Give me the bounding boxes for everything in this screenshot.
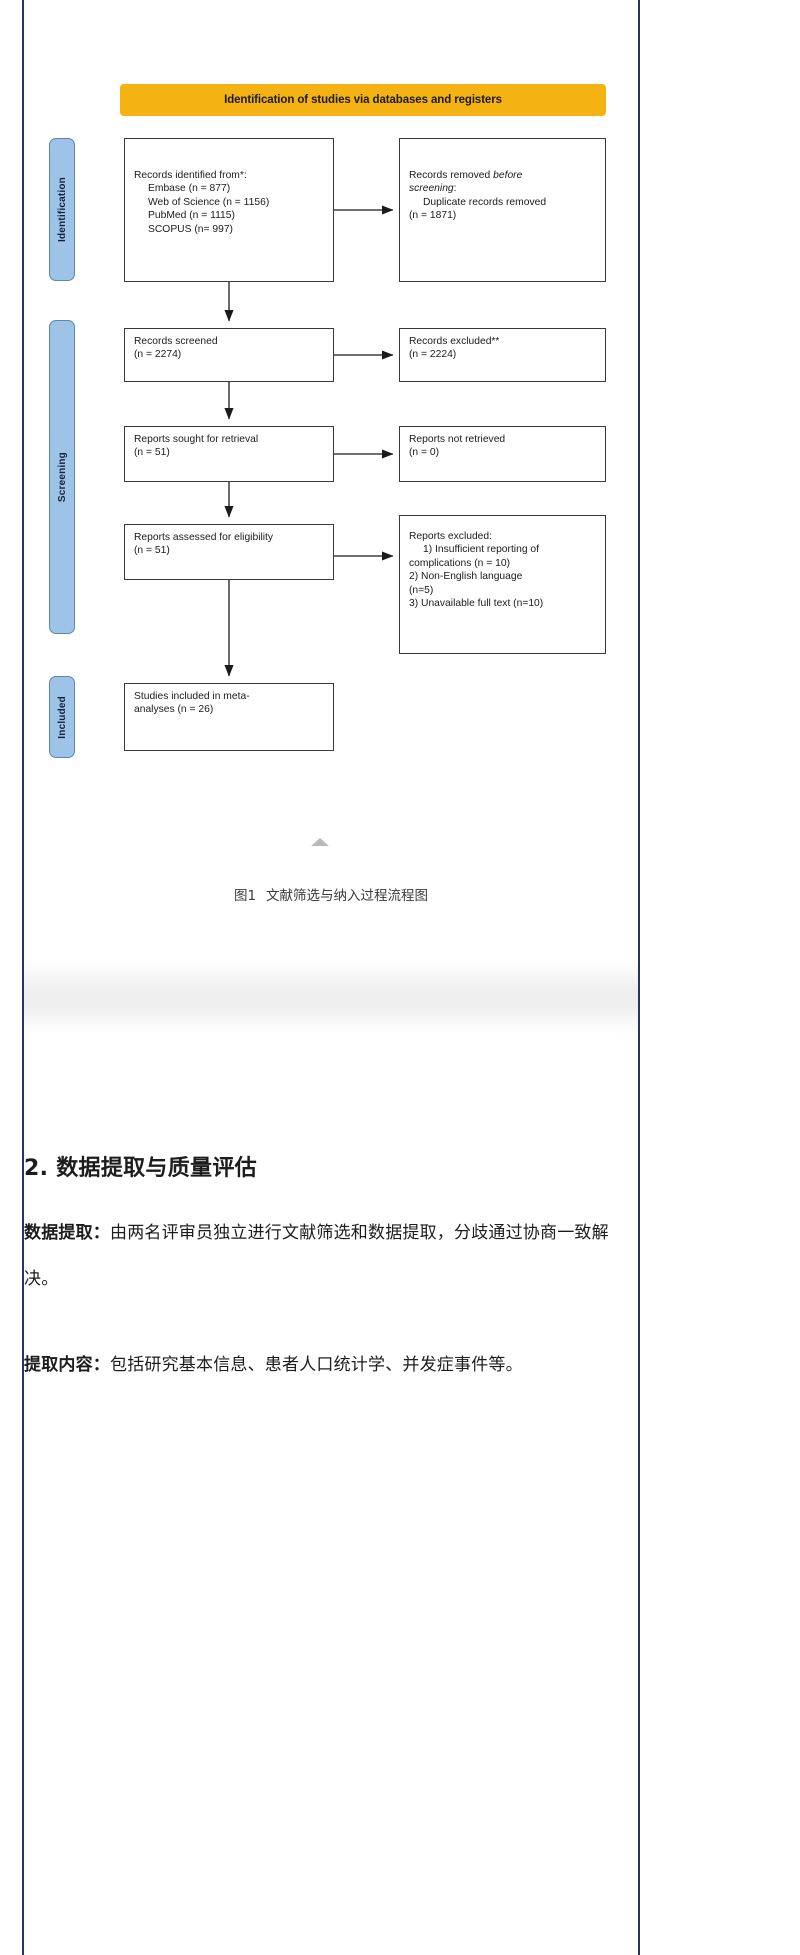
box-studies-included: Studies included in meta-analyses (n = 2…	[124, 683, 334, 751]
page-rule-right	[638, 0, 640, 1955]
phase-tab-identification: Identification	[49, 138, 75, 281]
records-identified-line-3: SCOPUS (n= 997)	[148, 223, 233, 235]
box-reports-sought: Reports sought for retrieval (n = 51)	[124, 426, 334, 482]
records-screened-title: Records screened	[134, 336, 218, 347]
paragraph-label-1: 提取内容：	[24, 1355, 110, 1375]
records-identified-line-1: Web of Science (n = 1156)	[148, 196, 270, 208]
reports-not-retrieved-count: (n = 0)	[409, 447, 440, 459]
reports-assessed-title: Reports assessed for eligibility	[134, 532, 274, 543]
phase-tab-included-label: Included	[56, 695, 68, 739]
phase-tab-identification-label: Identification	[56, 176, 68, 243]
diagram-banner-label: Identification of studies via databases …	[224, 94, 502, 106]
box-reports-assessed-text: Reports assessed for eligibility (n = 51)	[134, 531, 325, 558]
box-records-screened: Records screened (n = 2274)	[124, 328, 334, 382]
studies-included-line2: analyses (n = 26)	[134, 704, 214, 716]
section-separator-band	[24, 960, 638, 1035]
studies-included-title: Studies included in meta-	[134, 691, 250, 702]
records-removed-title-b: before	[493, 170, 523, 181]
records-removed-title-c: screening	[409, 183, 454, 195]
box-reports-not-retrieved-text: Reports not retrieved (n = 0)	[409, 433, 597, 460]
phase-tab-screening: Screening	[49, 320, 75, 634]
box-reports-excluded-text: Reports excluded: 1) Insufficient reporti…	[409, 522, 597, 610]
records-identified-line-2: PubMed (n = 1115)	[148, 210, 235, 222]
box-records-removed: Records removed before screening:Duplicat…	[399, 138, 606, 282]
paragraph-body-1: 包括研究基本信息、患者人口统计学、并发症事件等。	[110, 1355, 523, 1375]
records-removed-title-a: Records removed	[409, 170, 494, 181]
paragraph-label-0: 数据提取：	[24, 1223, 110, 1243]
reports-not-retrieved-title: Reports not retrieved	[409, 434, 506, 445]
records-excluded-count: (n = 2224)	[409, 349, 457, 361]
records-identified-line-0: Embase (n = 877)	[148, 183, 231, 195]
box-reports-not-retrieved: Reports not retrieved (n = 0)	[399, 426, 606, 482]
box-reports-sought-text: Reports sought for retrieval (n = 51)	[134, 433, 325, 460]
figure-caption: 图1 文献筛选与纳入过程流程图	[24, 884, 638, 904]
phase-tab-screening-label: Screening	[56, 451, 68, 503]
box-records-excluded: Records excluded** (n = 2224)	[399, 328, 606, 382]
right-gutter	[640, 0, 800, 1955]
reports-excluded-item-2: 2) Non-English language	[409, 571, 523, 583]
box-reports-excluded: Reports excluded: 1) Insufficient reporti…	[399, 515, 606, 654]
figure-caption-number: 图1	[233, 888, 257, 904]
reports-excluded-item-1: complications (n = 10)	[409, 557, 511, 569]
box-records-screened-text: Records screened (n = 2274)	[134, 335, 325, 362]
page-rule-left	[22, 0, 24, 1955]
box-records-excluded-text: Records excluded** (n = 2224)	[409, 335, 597, 362]
diagram-banner: Identification of studies via databases …	[120, 84, 606, 116]
paragraph-extraction-content: 提取内容：包括研究基本信息、患者人口统计学、并发症事件等。	[24, 1342, 638, 1388]
records-removed-title-d: :	[453, 183, 457, 195]
box-reports-assessed: Reports assessed for eligibility (n = 51)	[124, 524, 334, 580]
records-identified-title: Records identified from*:	[134, 170, 247, 181]
reports-excluded-title: Reports excluded:	[409, 531, 492, 542]
prisma-flow-diagram: Identification of studies via databases …	[24, 18, 638, 818]
records-excluded-title: Records excluded**	[409, 336, 500, 347]
figure-caption-text: 文献筛选与纳入过程流程图	[266, 888, 429, 904]
article-body: 2. 数据提取与质量评估 数据提取：由两名评审员独立进行文献筛选和数据提取，分歧…	[24, 1150, 638, 1428]
records-screened-count: (n = 2274)	[134, 349, 182, 361]
box-records-removed-text: Records removed before screening:Duplicat…	[409, 145, 597, 223]
box-records-identified: Records identified from*: Embase (n = 877…	[124, 138, 334, 282]
reports-assessed-count: (n = 51)	[134, 545, 170, 557]
paragraph-data-extraction: 数据提取：由两名评审员独立进行文献筛选和数据提取，分歧通过协商一致解决。	[24, 1210, 638, 1302]
box-studies-included-text: Studies included in meta-analyses (n = 2…	[134, 690, 325, 717]
phase-tab-included: Included	[49, 676, 75, 758]
reports-excluded-item-0: 1) Insufficient reporting of	[423, 544, 540, 556]
reports-sought-title: Reports sought for retrieval	[134, 434, 259, 445]
records-removed-line-0: Duplicate records removed	[423, 196, 547, 208]
caret-up-icon[interactable]	[311, 838, 329, 846]
reports-excluded-item-3: (n=5)	[409, 584, 434, 596]
reports-sought-count: (n = 51)	[134, 447, 170, 459]
records-removed-count: (n = 1871)	[409, 210, 457, 222]
paragraph-body-0: 由两名评审员独立进行文献筛选和数据提取，分歧通过协商一致解决。	[24, 1223, 609, 1289]
box-records-identified-text: Records identified from*: Embase (n = 877…	[134, 145, 325, 236]
section-heading: 2. 数据提取与质量评估	[24, 1156, 257, 1181]
reports-excluded-item-4: 3) Unavailable full text (n=10)	[409, 598, 544, 610]
